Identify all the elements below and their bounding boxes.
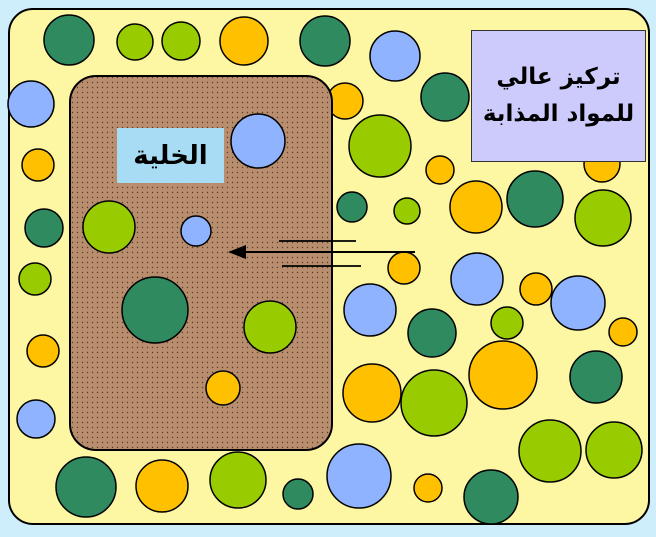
lime-green-particle [116, 23, 154, 61]
dark-green-particle [407, 308, 457, 358]
orange-particle [342, 363, 402, 423]
cell-label: الخلية [117, 128, 224, 183]
lime-green-particle [400, 369, 468, 437]
outside-particles [7, 14, 643, 525]
blue-particle [16, 399, 56, 439]
lime-green-particle [18, 262, 52, 296]
lime-green-particle [209, 451, 267, 509]
lime-green-particle [518, 419, 582, 483]
dark-green-particle [420, 72, 470, 122]
dark-green-particle [282, 478, 314, 510]
lime-green-particle [243, 300, 297, 354]
orange-particle [205, 370, 241, 406]
orange-particle [519, 272, 553, 306]
dark-green-particle [24, 208, 64, 248]
orange-particle [468, 340, 538, 410]
blue-particle [326, 443, 392, 509]
dark-green-particle [506, 170, 564, 228]
dark-green-particle [299, 15, 351, 67]
lime-green-particle [393, 197, 421, 225]
lime-green-particle [348, 114, 412, 178]
orange-particle [135, 459, 189, 513]
dark-green-particle [463, 469, 519, 525]
lime-green-particle [82, 200, 136, 254]
inside-particles [82, 113, 297, 406]
dark-green-particle [121, 276, 189, 344]
blue-particle [450, 252, 504, 306]
blue-particle [343, 283, 397, 337]
blue-particle [369, 30, 421, 82]
lime-green-particle [585, 421, 643, 479]
solute-concentration-label: تركيز عالي للمواد المذابة [471, 30, 646, 162]
orange-particle [219, 16, 269, 66]
blue-particle [550, 275, 606, 331]
blue-particle [230, 113, 286, 169]
orange-particle [413, 473, 443, 503]
dark-green-particle [336, 191, 368, 223]
lime-green-particle [490, 306, 524, 340]
orange-particle [21, 148, 55, 182]
lime-green-particle [161, 21, 201, 61]
orange-particle [425, 155, 455, 185]
orange-particle [387, 251, 421, 285]
lime-green-particle [574, 189, 632, 247]
dark-green-particle [43, 14, 95, 66]
dark-green-particle [55, 456, 117, 518]
water-flow-arrow [228, 240, 415, 267]
dark-green-particle [569, 350, 623, 404]
orange-particle [449, 180, 503, 234]
orange-particle [608, 317, 638, 347]
orange-particle [26, 334, 60, 368]
blue-particle [180, 215, 212, 247]
blue-particle [7, 80, 55, 128]
